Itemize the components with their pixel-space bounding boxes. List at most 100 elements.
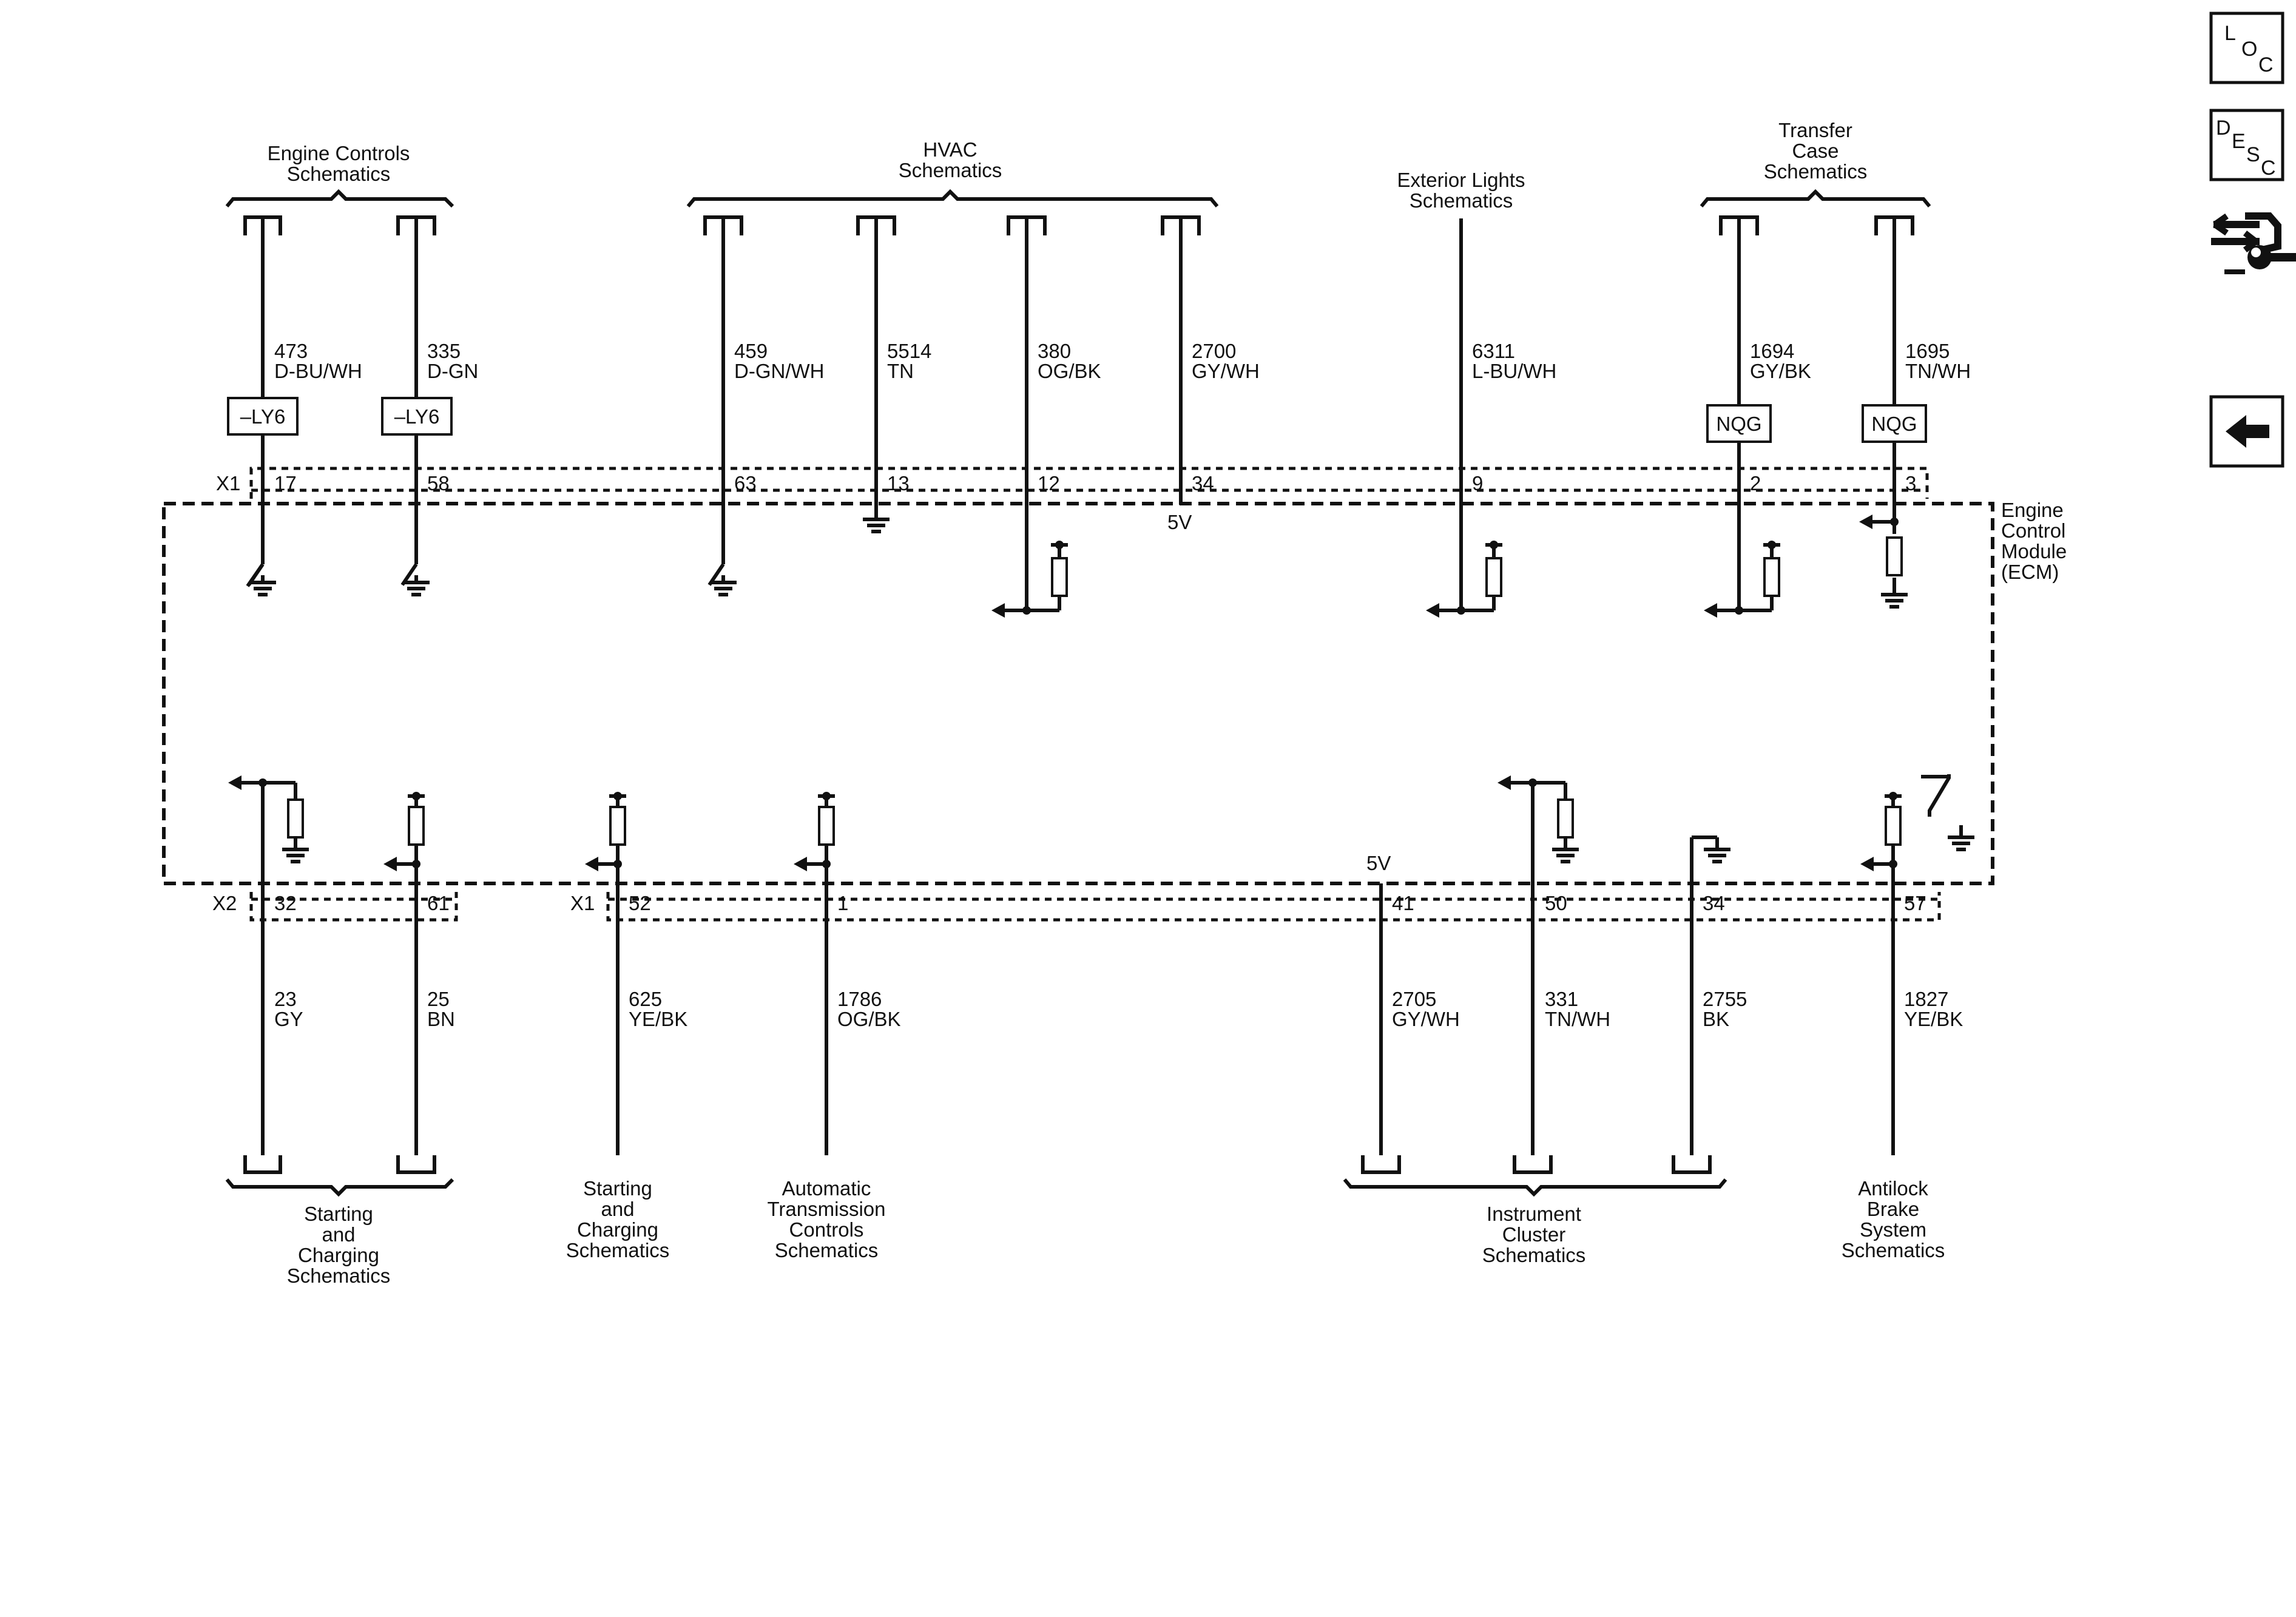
svg-text:473: 473 (274, 340, 308, 362)
dest-antilock-brake[interactable]: Antilock Brake System Schematics (1842, 1177, 1945, 1261)
connector-label-x2-bottom: X2 (212, 892, 237, 914)
service-tool-icon[interactable] (2211, 212, 2296, 274)
svg-text:32: 32 (274, 892, 297, 914)
svg-text:Schematics: Schematics (287, 163, 391, 185)
svg-text:52: 52 (629, 892, 651, 914)
dest-transfer-case[interactable]: Transfer Case Schematics (1700, 119, 1931, 208)
svg-text:GY/WH: GY/WH (1192, 360, 1260, 382)
dest-instrument-cluster[interactable]: Instrument Cluster Schematics (1482, 1203, 1586, 1266)
svg-text:1: 1 (837, 892, 848, 914)
circuit-1 (794, 792, 835, 871)
svg-text:OG/BK: OG/BK (837, 1008, 901, 1030)
bracket-instrument-cluster (1343, 1178, 1727, 1197)
back-button[interactable] (2209, 395, 2284, 468)
svg-text:Schematics: Schematics (1410, 189, 1513, 212)
svg-text:1786: 1786 (837, 988, 882, 1010)
svg-text:Case: Case (1792, 140, 1838, 162)
svg-text:Control: Control (2001, 519, 2065, 542)
pins-bottom: 32 61 52 1 41 50 34 57 (274, 892, 1926, 914)
svg-text:Schematics: Schematics (899, 159, 1002, 181)
svg-text:BK: BK (1703, 1008, 1729, 1030)
circuit-52 (585, 792, 626, 871)
dest-hvac[interactable]: HVAC Schematics (686, 138, 1219, 208)
dest-starting-charging-2[interactable]: Starting and Charging Schematics (566, 1177, 670, 1261)
dest-exterior-lights[interactable]: Exterior Lights Schematics (1397, 169, 1525, 212)
svg-text:2755: 2755 (1703, 988, 1747, 1010)
svg-text:34: 34 (1703, 892, 1725, 914)
svg-text:Brake: Brake (1867, 1198, 1919, 1220)
svg-text:Starting: Starting (304, 1203, 373, 1225)
bottom-wires (261, 783, 1895, 1155)
svg-text:Exterior Lights: Exterior Lights (1397, 169, 1525, 191)
svg-text:17: 17 (274, 472, 297, 495)
svg-text:HVAC: HVAC (923, 138, 977, 161)
svg-text:NQG: NQG (1871, 413, 1917, 435)
option-box-nqg-1: NQG (1706, 404, 1772, 443)
svg-text:2: 2 (1750, 472, 1761, 495)
svg-text:O: O (2241, 38, 2257, 61)
svg-text:Automatic: Automatic (782, 1177, 871, 1200)
dest-automatic-transmission[interactable]: Automatic Transmission Controls Schemati… (768, 1177, 886, 1261)
svg-text:Schematics: Schematics (775, 1239, 879, 1261)
svg-text:C: C (2261, 157, 2276, 180)
desc-button[interactable]: D E S C (2209, 109, 2284, 181)
svg-text:2705: 2705 (1392, 988, 1436, 1010)
svg-text:61: 61 (427, 892, 450, 914)
back-arrow-icon (2226, 415, 2269, 448)
circuit-57 (1860, 774, 1974, 871)
top-terminals (243, 215, 1914, 235)
top-wires (261, 217, 1896, 610)
svg-text:Instrument: Instrument (1487, 1203, 1581, 1225)
dest-engine-controls[interactable]: Engine Controls Schematics (225, 142, 454, 208)
svg-text:Schematics: Schematics (1482, 1244, 1586, 1266)
svg-text:34: 34 (1192, 472, 1214, 495)
circuit-61 (383, 792, 425, 871)
pins-top: 17 58 63 13 12 34 9 2 3 (274, 472, 1916, 495)
svg-text:3: 3 (1905, 472, 1916, 495)
svg-text:335: 335 (427, 340, 461, 362)
svg-text:D-GN: D-GN (427, 360, 478, 382)
svg-text:Schematics: Schematics (1842, 1239, 1945, 1261)
svg-text:(ECM): (ECM) (2001, 561, 2059, 583)
svg-text:and: and (601, 1198, 634, 1220)
circuit-50 (1497, 775, 1579, 863)
svg-text:GY/WH: GY/WH (1392, 1008, 1460, 1030)
svg-text:D-GN/WH: D-GN/WH (734, 360, 824, 382)
connector-x1-top (249, 467, 1929, 499)
svg-text:23: 23 (274, 988, 297, 1010)
bracket-starting-charging-1 (225, 1178, 454, 1197)
ground-symbols-top (249, 518, 1908, 609)
circuit-32 (228, 775, 309, 863)
svg-text:and: and (322, 1223, 355, 1246)
svg-text:Schematics: Schematics (566, 1239, 670, 1261)
input-circuit-2 (1704, 541, 1780, 618)
connector-label-x1-bottom: X1 (570, 892, 595, 914)
svg-text:TN: TN (887, 360, 914, 382)
svg-text:57: 57 (1904, 892, 1926, 914)
svg-text:Module: Module (2001, 540, 2067, 562)
svg-text:Starting: Starting (583, 1177, 652, 1200)
loc-button[interactable]: L O C (2209, 12, 2284, 84)
svg-text:S: S (2246, 143, 2260, 166)
svg-text:YE/BK: YE/BK (1904, 1008, 1963, 1030)
svg-text:D: D (2216, 116, 2231, 140)
svg-text:625: 625 (629, 988, 662, 1010)
voltage-label-bottom: 5V (1366, 852, 1391, 874)
svg-text:41: 41 (1392, 892, 1414, 914)
dest-starting-charging-1[interactable]: Starting and Charging Schematics (287, 1203, 391, 1287)
svg-text:–LY6: –LY6 (394, 405, 440, 428)
svg-text:63: 63 (734, 472, 757, 495)
svg-text:25: 25 (427, 988, 450, 1010)
